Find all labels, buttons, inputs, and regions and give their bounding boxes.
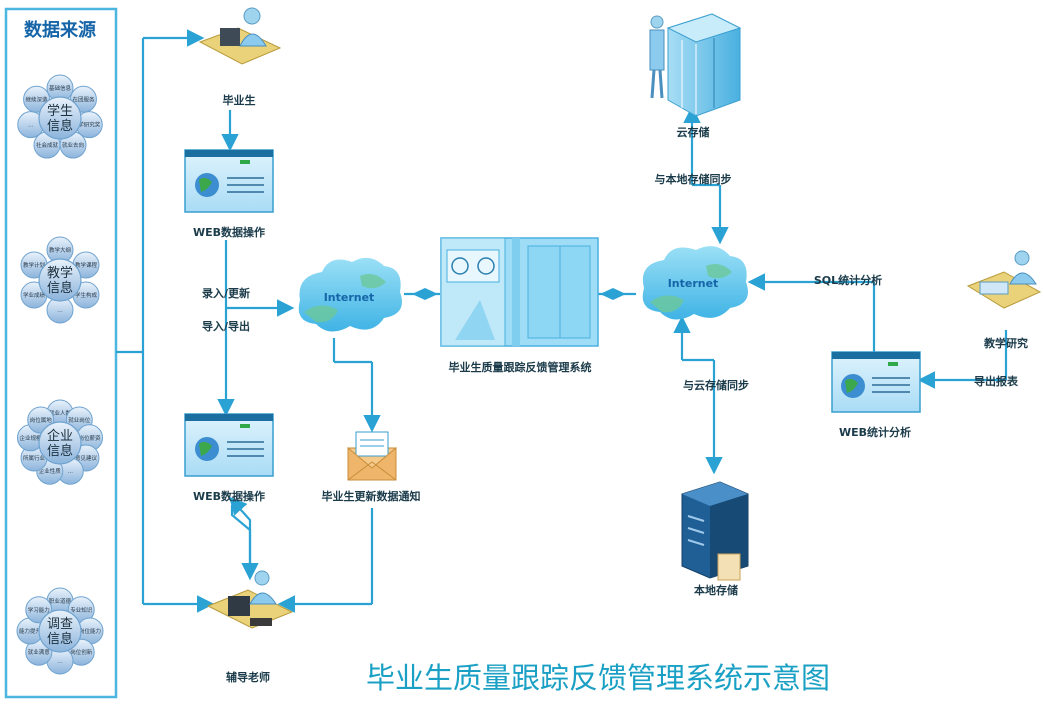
- tutor-workstation-icon: [206, 570, 294, 629]
- graduate-workstation-icon: [198, 7, 282, 65]
- cluster-item-label: 继续深造: [26, 95, 49, 103]
- management-system-icon: [440, 237, 599, 347]
- web-operation-window-top: [184, 149, 274, 213]
- cluster-item-label: 能力提升: [19, 627, 42, 635]
- web-op-bottom-label: WEB数据操作: [193, 489, 265, 503]
- cluster-item-label: 在团服务: [72, 95, 95, 103]
- notification-envelope-icon: [347, 431, 397, 481]
- teaching-research-label: 教学研究: [983, 336, 1028, 350]
- cluster-item-label: 岗位薪资: [79, 434, 102, 442]
- connectors: [116, 29, 1008, 613]
- cluster-center-label: 信息: [47, 280, 73, 296]
- source-cluster: 教学大纲教学课程学生构成 … 学业成绩 教学计划教学信息: [20, 236, 100, 324]
- cluster-item-label: 岗位创新: [70, 648, 93, 656]
- cluster-item-label: 企业规模: [19, 434, 42, 442]
- cloud-storage-server-icon: [649, 13, 742, 117]
- cluster-center-label: 信息: [47, 631, 73, 647]
- web-statistics-window: [831, 351, 921, 413]
- cluster-item-label: 学生构成: [75, 291, 98, 299]
- export-report-label: 导出报表: [974, 374, 1019, 388]
- graduate-label: 毕业生: [223, 93, 256, 107]
- cluster-item-label: 岗位能力: [79, 627, 101, 635]
- cluster-item-label: …: [28, 123, 34, 129]
- cluster-item-label: 职业道德: [49, 597, 72, 605]
- cluster-item-label: 教学计划: [23, 261, 45, 269]
- entry-update-label: 录入/更新: [202, 286, 250, 300]
- system-label: 毕业生质量跟踪反馈管理系统: [449, 360, 592, 374]
- sync-cloud-label: 与云存储同步: [683, 378, 749, 392]
- cluster-item-label: …: [57, 308, 63, 314]
- teaching-research-workstation-icon: [966, 250, 1042, 309]
- local-storage-server-icon: [681, 481, 749, 581]
- cluster-item-label: 所属行业: [23, 454, 46, 462]
- local-storage-label: 本地存储: [694, 583, 738, 597]
- cluster-item-label: 社会成就: [36, 141, 59, 149]
- cluster-item-label: …: [68, 469, 74, 475]
- cloud-storage-label: 云存储: [677, 125, 710, 139]
- sync-local-label: 与本地存储同步: [655, 172, 732, 186]
- cluster-item-label: 就业去向: [62, 141, 84, 149]
- cluster-center-bubble: [38, 258, 82, 302]
- import-export-label: 导入/导出: [202, 319, 250, 333]
- web-op-top-label: WEB数据操作: [193, 225, 265, 239]
- source-panel-title: 数据来源: [24, 19, 96, 41]
- sql-analysis-label: SQL统计分析: [814, 273, 882, 287]
- cluster-item-label: 专业知识: [70, 606, 93, 614]
- cluster-item-label: 岗位属地: [30, 416, 53, 424]
- cluster-center-bubble: [38, 609, 82, 653]
- cluster-item-label: 教学大纲: [49, 246, 72, 254]
- cluster-item-label: 就业满意: [28, 648, 51, 656]
- cluster-center-label: 信息: [47, 443, 73, 459]
- source-clusters: 基础信息在团服务学研究奖就业去向社会成就…继续深造学生信息教学大纲教学课程学生构…: [16, 74, 104, 675]
- internet-left-label: Internet: [324, 291, 375, 304]
- cluster-item-label: 学业成绩: [23, 291, 46, 299]
- cluster-center-label: 教学: [47, 265, 73, 281]
- tutor-label: 辅导老师: [226, 670, 270, 684]
- web-statistics-label: WEB统计分析: [839, 425, 911, 439]
- cluster-center-bubble: [38, 421, 82, 465]
- internet-cloud-left-icon: [298, 257, 402, 332]
- cluster-item-label: 意见建议: [75, 454, 98, 462]
- cluster-item-label: 教学课程: [75, 261, 98, 269]
- cluster-item-label: …: [57, 659, 63, 665]
- diagram-title: 毕业生质量跟踪反馈管理系统示意图: [366, 661, 830, 695]
- cluster-item-label: 就业人数: [49, 409, 72, 417]
- cluster-center-bubble: [38, 96, 82, 140]
- notification-label: 毕业生更新数据通知: [322, 489, 421, 503]
- cluster-center-label: 企业: [47, 428, 73, 444]
- cluster-item-label: 基础信息: [49, 84, 72, 92]
- cluster-center-label: 信息: [47, 118, 73, 134]
- cluster-center-label: 调查: [47, 617, 73, 632]
- cluster-item-label: 企业性质: [39, 467, 62, 475]
- cluster-item-label: 就业岗位: [68, 416, 91, 424]
- web-operation-window-bottom: [184, 413, 274, 477]
- cluster-item-label: 学研究奖: [78, 121, 101, 129]
- internet-right-label: Internet: [668, 277, 719, 290]
- cluster-item-label: 学习能力: [28, 606, 50, 614]
- cluster-center-label: 学生: [47, 103, 73, 119]
- internet-cloud-right-icon: [642, 246, 748, 320]
